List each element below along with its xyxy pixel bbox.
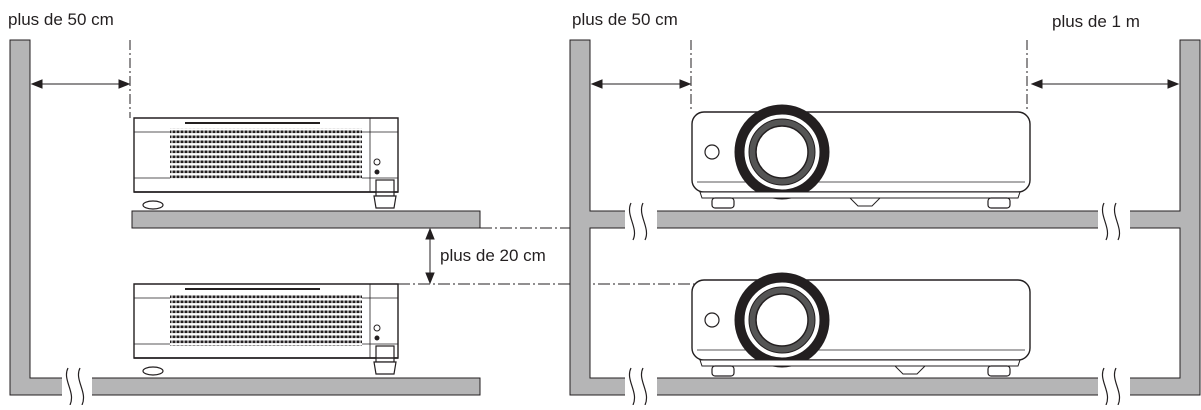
right-side-clearance-arrows	[590, 40, 1180, 112]
projector-front-view-top	[691, 104, 1031, 209]
side-clearance-label-right-a: plus de 50 cm	[572, 10, 678, 29]
right-break-marks	[625, 202, 1130, 406]
left-side-clearance-arrow	[30, 40, 131, 118]
projector-side-view-bottom	[133, 283, 399, 376]
side-clearance-label-left: plus de 50 cm	[8, 10, 114, 29]
right-wall-structure	[569, 39, 1201, 396]
projector-side-view-top	[133, 117, 399, 210]
left-wall-structure	[9, 39, 481, 396]
vertical-clearance-label: plus de 20 cm	[440, 246, 546, 265]
vertical-clearance-arrow	[425, 227, 435, 285]
projector-front-view-bottom	[691, 272, 1031, 377]
side-clearance-label-right-b: plus de 1 m	[1052, 12, 1140, 31]
left-break-mark	[62, 367, 92, 406]
